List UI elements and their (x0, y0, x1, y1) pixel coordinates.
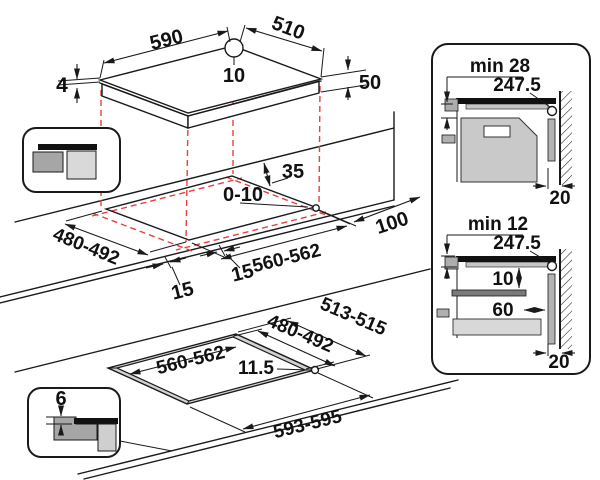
inset2-hob-body (97, 423, 117, 452)
dim-recess-depth: 6 (55, 388, 66, 410)
rear-spacer-pin (546, 105, 558, 117)
oven-body (460, 117, 538, 183)
label-min-clearance-top: min 28 (470, 56, 530, 77)
hob-glass-section (456, 98, 556, 104)
inset-flush-detail: 6 (27, 387, 173, 458)
dim-center-distance-top: 247.5 (493, 75, 541, 96)
label-min-clearance-bottom: min 12 (468, 214, 528, 235)
cabinet-rail (436, 308, 450, 318)
oven-vent (483, 125, 511, 138)
front-trim (444, 256, 459, 270)
hob-underside (465, 103, 549, 110)
dim-edge-gap: 0-10 (223, 184, 263, 206)
rear-spacer-pin (546, 260, 558, 272)
dim-hob-hole: 10 (223, 65, 245, 87)
dim-hob-depth: 510 (269, 12, 308, 44)
inset1-hob-body (66, 150, 97, 180)
dim-wall-gap-top: 20 (549, 188, 570, 209)
shelf-board (451, 289, 527, 297)
dim-shelf-gap: 10 (492, 269, 513, 290)
section-drawer-below: min 12 247.5 10 60 20 (436, 214, 575, 373)
dim-offset-right: 15 (229, 260, 256, 287)
section-oven-below: min 28 247.5 20 (441, 56, 575, 209)
wall-hatch (561, 249, 572, 349)
dim-cutout-width: 560-562 (250, 240, 323, 277)
cabinet-rail (441, 134, 456, 144)
dim-offset-left: 15 (169, 278, 196, 305)
cutout-corner-marker (312, 204, 320, 212)
section-panel: min 28 247.5 20 (431, 43, 591, 375)
dim-flush-ledge: 11.5 (238, 358, 274, 379)
dim-inset-depth: 60 (492, 300, 513, 321)
dim-center-distance-bottom: 247.5 (493, 233, 541, 254)
rear-spacer (547, 273, 556, 345)
inset1-worktop-block (32, 151, 64, 173)
hob-glass-section (456, 256, 556, 262)
rear-spacer (547, 118, 556, 162)
wall-hatch (561, 91, 572, 185)
dim-rear-clearance: 35 (282, 161, 304, 183)
inset-standard-detail (22, 127, 121, 193)
hob-isometric: 590 510 10 4 50 (56, 12, 381, 130)
dim-body-height: 50 (359, 72, 381, 94)
dim-wall-gap-bottom: 20 (548, 352, 569, 373)
inset2-hob-glass (74, 418, 118, 424)
drawer-front (452, 318, 542, 336)
hob-underside (465, 261, 549, 268)
dim-hob-width: 590 (148, 25, 186, 54)
worktop-middle (0, 111, 395, 304)
dim-glass-thickness: 4 (56, 74, 68, 97)
dim-cutout-depth: 480-492 (50, 224, 123, 270)
inset1-hob-glass (38, 144, 97, 150)
